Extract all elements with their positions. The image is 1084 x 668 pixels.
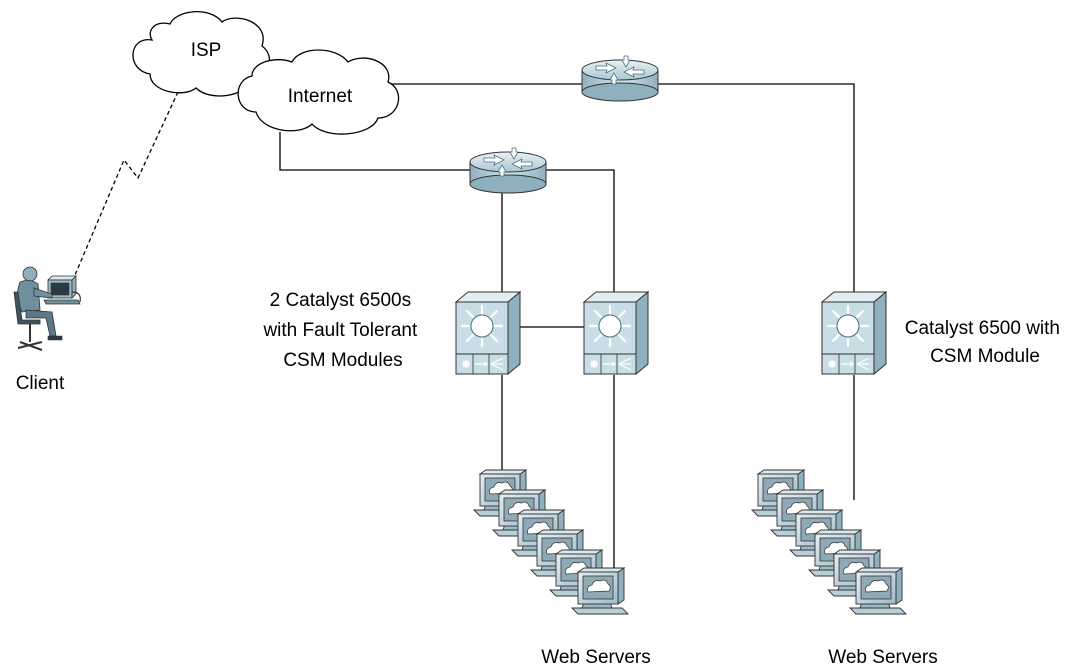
internet-cloud [237,49,400,135]
router-icon [581,55,659,102]
connection-lines [71,83,855,568]
web-server-stack-right [751,469,907,615]
link-internet-to-router-top [390,83,855,296]
left-servers-label: Web Servers [541,647,650,668]
right-switch-label: Catalyst 6500 with CSM Module [905,318,1066,367]
web-server-icon [849,567,907,615]
router-icon [469,147,547,194]
catalyst-switch-icon [582,290,650,376]
catalyst-switch-icon [454,290,522,376]
right-servers-label: Web Servers [828,647,937,668]
link-internet-to-router-lower [279,132,615,296]
web-server-stack-left [473,469,629,615]
client-label: Client [16,373,65,394]
link-client-dialup [71,91,179,283]
web-server-icon [571,567,629,615]
internet-label: Internet [288,86,353,107]
isp-label: ISP [191,40,222,61]
client-workstation-icon [13,266,81,351]
left-switch-label: 2 Catalyst 6500s with Fault Tolerant CSM… [262,290,422,371]
cloud-icon: Internet [237,49,400,135]
catalyst-switch-icon [820,290,888,376]
